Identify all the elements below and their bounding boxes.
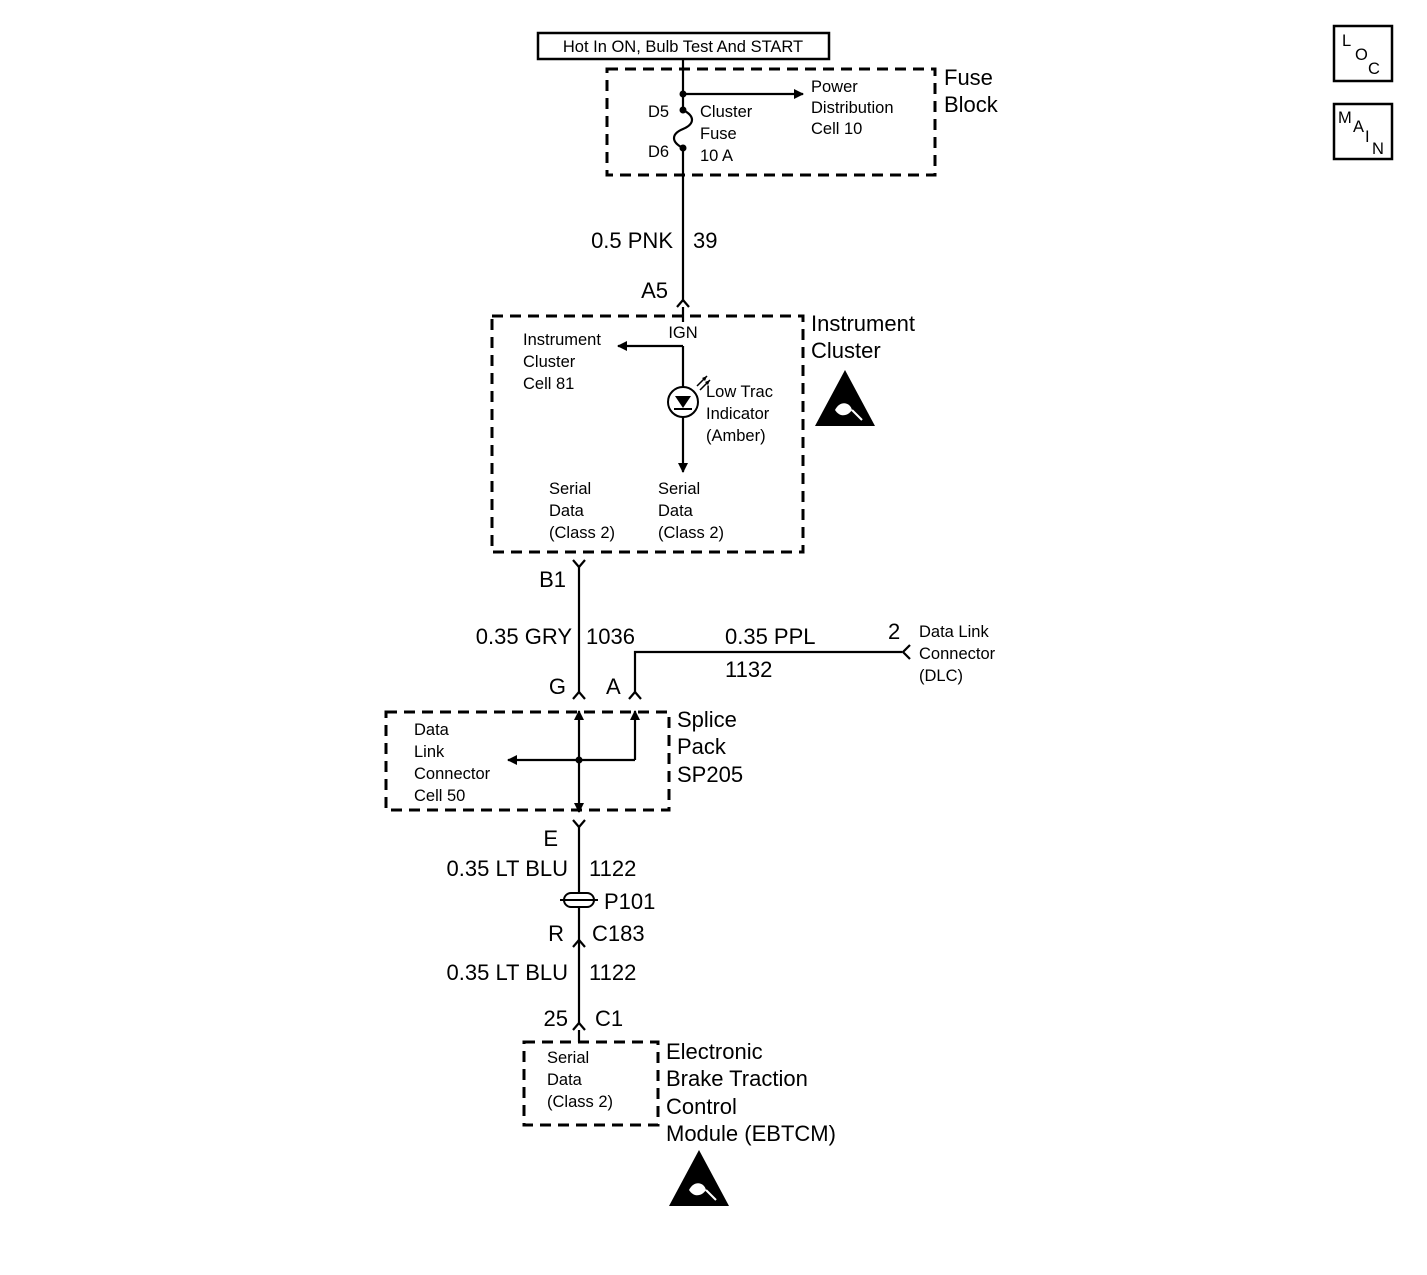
splice-ref-3: Connector (414, 765, 491, 783)
fuse-block-title-2: Block (944, 92, 999, 117)
wire-39-gauge-color: 0.5 PNK (591, 228, 673, 253)
ebtcm-serial-1: Serial (547, 1049, 589, 1067)
pin-b1: B1 (539, 567, 566, 592)
ebtcm-title-3: Control (666, 1094, 737, 1119)
wire-1036-circuit: 1036 (586, 624, 635, 649)
fuse-block-title-1: Fuse (944, 65, 993, 90)
power-distribution-ref-1: Power (811, 78, 858, 96)
splice-pack: Splice Pack SP205 Data Link Connector Ce… (384, 707, 743, 813)
wire-1122-upper-gauge-color: 0.35 LT BLU (447, 856, 568, 881)
wire-39-circuit: 39 (693, 228, 717, 253)
cluster-ref-3: Cell 81 (523, 375, 574, 393)
serial-left-3: (Class 2) (549, 524, 615, 542)
wire-1122-lower: 0.35 LT BLU 1122 25 C1 (447, 940, 636, 1042)
loc-letter-o: O (1355, 46, 1368, 64)
wire-1122-upper-circuit: 1122 (589, 856, 636, 881)
main-letter-m: M (1338, 109, 1352, 127)
instrument-cluster-title-2: Cluster (811, 338, 881, 363)
splice-pack-title-1: Splice (677, 707, 737, 732)
pin-25: 25 (544, 1006, 568, 1031)
power-distribution-ref-3: Cell 10 (811, 120, 862, 138)
indicator-label-2: Indicator (706, 405, 770, 423)
cluster-ref-2: Cluster (523, 353, 576, 371)
esd-warning-icon (815, 370, 875, 426)
dlc-label-3: (DLC) (919, 667, 963, 685)
main-letter-i: I (1365, 128, 1370, 146)
splice-pack-title-3: SP205 (677, 762, 743, 787)
esd-warning-icon (669, 1150, 729, 1206)
serial-left-2: Data (549, 502, 585, 520)
ebtcm: Serial Data (Class 2) Electronic Brake T… (522, 1039, 836, 1206)
fuse-icon (672, 109, 694, 149)
dlc-label-1: Data Link (919, 623, 989, 641)
fuse-pin-d6: D6 (648, 143, 669, 161)
wire-1132: 0.35 PPL 1132 2 Data Link Connector (DLC… (606, 619, 996, 700)
pin-g: G (549, 674, 566, 699)
serial-left-1: Serial (549, 480, 591, 498)
ebtcm-title-2: Brake Traction (666, 1066, 808, 1091)
c183-label: C183 (592, 921, 645, 946)
pin-a5: A5 (641, 278, 668, 303)
wire-1122-lower-gauge-color: 0.35 LT BLU (447, 960, 568, 985)
connector-a5-icon (676, 298, 690, 308)
wire-39: 0.5 PNK 39 A5 (591, 148, 717, 308)
splice-pack-title-2: Pack (677, 734, 727, 759)
cluster-ref-1: Instrument (523, 331, 601, 349)
power-distribution-ref-2: Distribution (811, 99, 894, 117)
wire-1036-gauge-color: 0.35 GRY (476, 624, 573, 649)
serial-right-3: (Class 2) (658, 524, 724, 542)
pin-a: A (606, 674, 621, 699)
c1-label: C1 (595, 1006, 623, 1031)
main-button[interactable]: M A I N (1332, 102, 1394, 161)
indicator-label-3: (Amber) (706, 427, 766, 445)
pin-r: R (548, 921, 564, 946)
connector-e-icon (572, 819, 586, 829)
led-indicator-icon (667, 375, 711, 418)
connector-dlc-icon (901, 644, 911, 660)
loc-letter-l: L (1342, 32, 1351, 50)
fuse-label-1: Cluster (700, 103, 753, 121)
wire-1132-gauge-color: 0.35 PPL (725, 624, 816, 649)
indicator-label-1: Low Trac (706, 383, 773, 401)
ign-label: IGN (668, 324, 697, 342)
ebtcm-title-1: Electronic (666, 1039, 763, 1064)
serial-right-2: Data (658, 502, 694, 520)
fuse-label-2: Fuse (700, 125, 737, 143)
pin-e: E (543, 826, 558, 851)
ebtcm-serial-2: Data (547, 1071, 583, 1089)
instrument-cluster-title-1: Instrument (811, 311, 915, 336)
power-source-label: Hot In ON, Bulb Test And START (563, 38, 803, 56)
wire-1122-lower-circuit: 1122 (589, 960, 636, 985)
instrument-cluster: Instrument Cluster IGN Instrument Cluste… (490, 307, 915, 554)
dlc-pin-2: 2 (888, 619, 900, 644)
connector-p101: P101 R C183 (548, 889, 655, 948)
wire-1132-circuit: 1132 (725, 657, 772, 682)
main-letter-a: A (1353, 118, 1364, 136)
splice-ref-1: Data (414, 721, 450, 739)
dlc-label-2: Connector (919, 645, 996, 663)
p101-label: P101 (604, 889, 655, 914)
wire-1036: B1 0.35 GRY 1036 G (476, 559, 635, 700)
splice-ref-4: Cell 50 (414, 787, 465, 805)
serial-right-1: Serial (658, 480, 700, 498)
connector-c1-icon (572, 1021, 586, 1031)
inline-connector-icon (560, 892, 598, 908)
loc-letter-c: C (1368, 60, 1380, 78)
fuse-label-3: 10 A (700, 147, 733, 165)
ebtcm-title-4: Module (EBTCM) (666, 1121, 836, 1146)
loc-button[interactable]: L O C (1332, 24, 1394, 83)
connector-g-icon (572, 690, 586, 700)
ebtcm-serial-3: (Class 2) (547, 1093, 613, 1111)
main-letter-n: N (1372, 140, 1384, 158)
wire-1122-upper: E 0.35 LT BLU 1122 (447, 819, 636, 893)
connector-a-icon (628, 690, 642, 700)
power-source: Hot In ON, Bulb Test And START (536, 31, 831, 61)
splice-ref-2: Link (414, 743, 445, 761)
connector-b1-icon (572, 559, 586, 569)
fuse-block: Fuse Block D5 D6 Cluster Fuse 10 A Power… (605, 59, 999, 177)
fuse-pin-d5: D5 (648, 103, 669, 121)
